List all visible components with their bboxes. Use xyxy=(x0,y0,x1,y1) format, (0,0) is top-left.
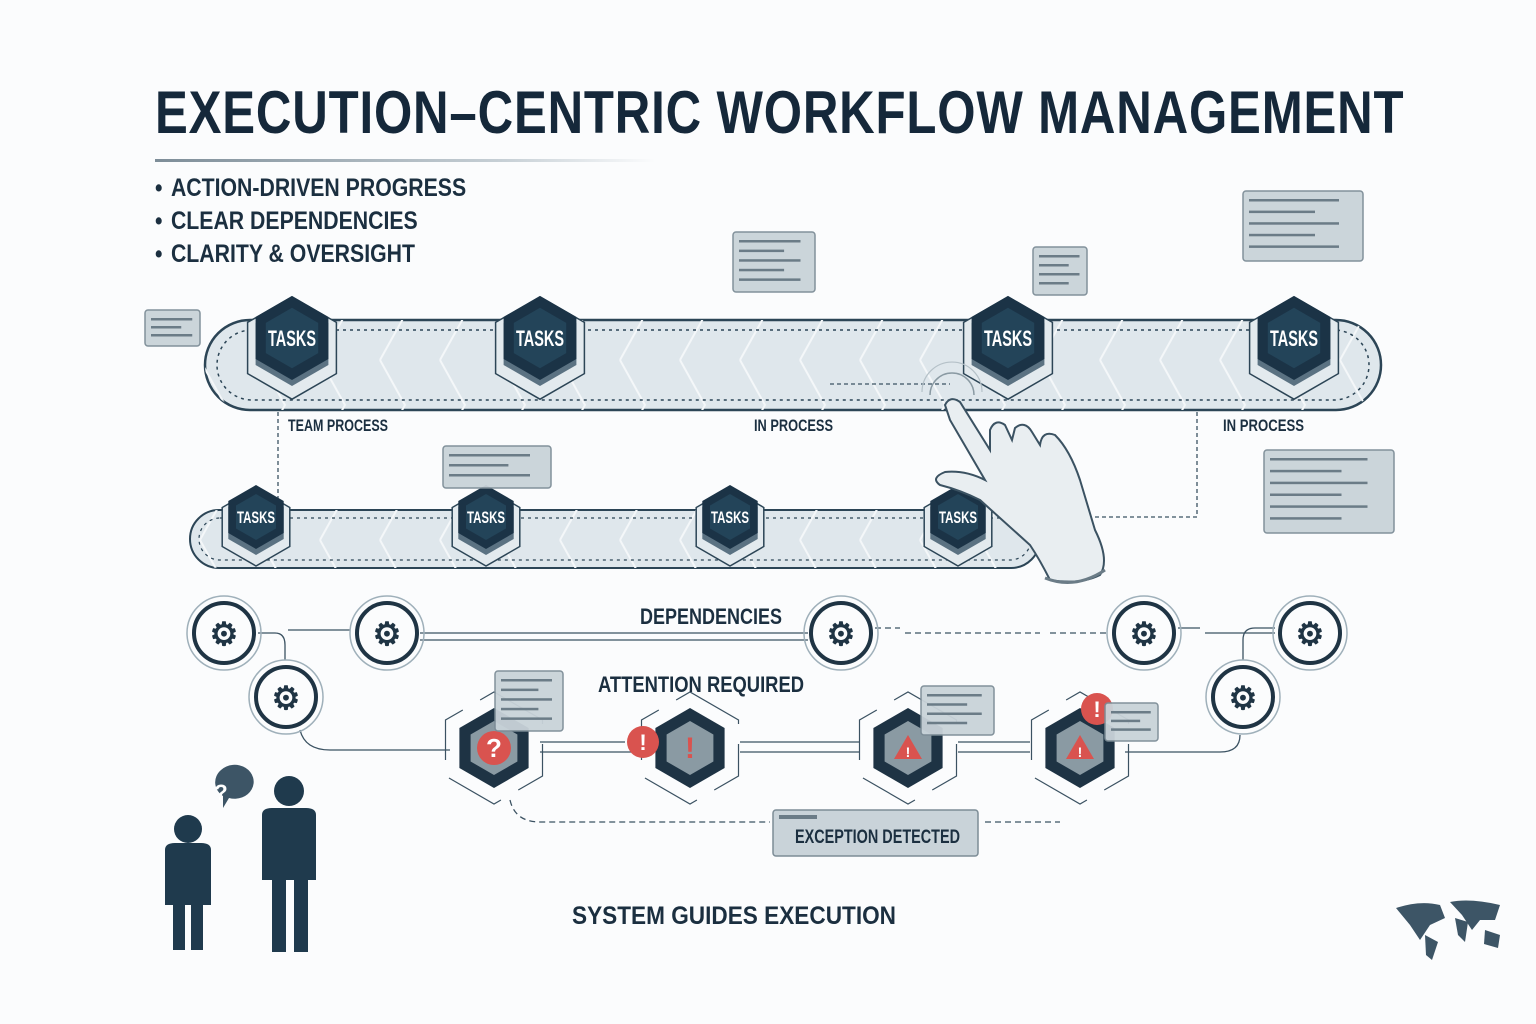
in-process-label: IN PROCESS xyxy=(1223,416,1304,435)
info-card[interactable] xyxy=(1032,246,1088,296)
feature-item: CLARITY & OVERSIGHT xyxy=(155,240,466,273)
question-bubble-text: ? xyxy=(214,780,227,805)
gear-icon: ⚙ xyxy=(1130,616,1159,652)
task-label: TASKS xyxy=(711,508,749,527)
dependency-gear-node[interactable]: ⚙ xyxy=(803,595,879,671)
task-label: TASKS xyxy=(268,326,316,351)
gear-icon: ⚙ xyxy=(1229,680,1258,716)
connector-lines xyxy=(258,383,1275,823)
feature-item: ACTION-DRIVEN PROGRESS xyxy=(155,174,466,207)
dependency-gear-node[interactable]: ⚙ xyxy=(1106,595,1182,671)
alert-symbol: ! xyxy=(1078,744,1083,760)
page-title: EXECUTION–CENTRIC WORKFLOW MANAGEMENT xyxy=(155,79,1405,146)
task-node[interactable]: TASKS xyxy=(246,295,338,401)
alert-symbol: ? xyxy=(486,733,502,763)
gear-icon: ⚙ xyxy=(272,680,301,716)
attention-required-label: ATTENTION REQUIRED xyxy=(598,672,804,697)
exclamation-icon: ! xyxy=(685,732,695,765)
info-card[interactable] xyxy=(1242,190,1364,262)
task-label: TASKS xyxy=(1270,326,1318,351)
gear-icon: ⚙ xyxy=(827,616,856,652)
task-node[interactable]: TASKS xyxy=(962,295,1054,401)
task-label: TASKS xyxy=(237,508,275,527)
exception-detected-label: EXCEPTION DETECTED xyxy=(795,827,960,848)
dependency-gear-node[interactable]: ⚙ xyxy=(248,659,324,735)
task-label: TASKS xyxy=(939,508,977,527)
info-card[interactable] xyxy=(144,309,201,347)
feature-item: CLEAR DEPENDENCIES xyxy=(155,207,466,240)
gear-icon: ⚙ xyxy=(1296,616,1325,652)
dependency-gear-node[interactable]: ⚙ xyxy=(1272,595,1348,671)
hand-pointer-icon xyxy=(921,361,1106,584)
team-process-label: TEAM PROCESS xyxy=(288,416,388,435)
task-node[interactable]: TASKS xyxy=(1248,295,1340,401)
top-conveyor-track xyxy=(203,318,1383,412)
dependency-gear-node[interactable]: ⚙ xyxy=(1205,659,1281,735)
title-underline xyxy=(155,159,655,162)
gear-icon: ⚙ xyxy=(210,616,239,652)
task-node[interactable]: TASKS xyxy=(494,295,586,401)
info-card[interactable] xyxy=(1104,702,1159,742)
people-illustration: ? xyxy=(165,764,316,952)
question-icon xyxy=(477,731,511,765)
info-card[interactable] xyxy=(494,670,564,732)
bottom-conveyor-track xyxy=(189,509,1041,569)
task-node[interactable]: TASKS xyxy=(923,485,993,567)
feature-list: ACTION-DRIVEN PROGRESS CLEAR DEPENDENCIE… xyxy=(155,174,521,273)
warning-triangle-icon xyxy=(894,735,922,759)
world-map-icon xyxy=(1396,900,1500,960)
warning-triangle-icon xyxy=(1066,735,1094,759)
dependency-gear-node[interactable]: ⚙ xyxy=(186,595,262,671)
in-process-label: IN PROCESS xyxy=(754,416,833,435)
attention-node[interactable]: ! xyxy=(1030,691,1130,805)
task-node[interactable]: TASKS xyxy=(221,485,291,567)
dependency-gear-node[interactable]: ⚙ xyxy=(349,595,425,671)
task-label: TASKS xyxy=(467,508,505,527)
info-card[interactable] xyxy=(442,445,552,489)
dependencies-label: DEPENDENCIES xyxy=(640,604,782,629)
attention-node[interactable]: ! xyxy=(640,691,740,805)
gear-icon: ⚙ xyxy=(373,616,402,652)
info-card[interactable] xyxy=(732,231,816,293)
alert-symbol: ! xyxy=(906,744,911,760)
exception-detected-box[interactable]: EXCEPTION DETECTED xyxy=(772,809,979,857)
svg-text:!: ! xyxy=(1093,697,1100,722)
task-label: TASKS xyxy=(984,326,1032,351)
info-card[interactable] xyxy=(1263,449,1395,534)
system-guides-execution-label: SYSTEM GUIDES EXECUTION xyxy=(572,902,896,930)
svg-text:!: ! xyxy=(639,730,646,755)
alert-badge: ! xyxy=(627,726,659,758)
info-card[interactable] xyxy=(920,685,995,736)
task-label: TASKS xyxy=(516,326,564,351)
task-node[interactable]: TASKS xyxy=(695,485,765,567)
task-node[interactable]: TASKS xyxy=(451,485,521,567)
